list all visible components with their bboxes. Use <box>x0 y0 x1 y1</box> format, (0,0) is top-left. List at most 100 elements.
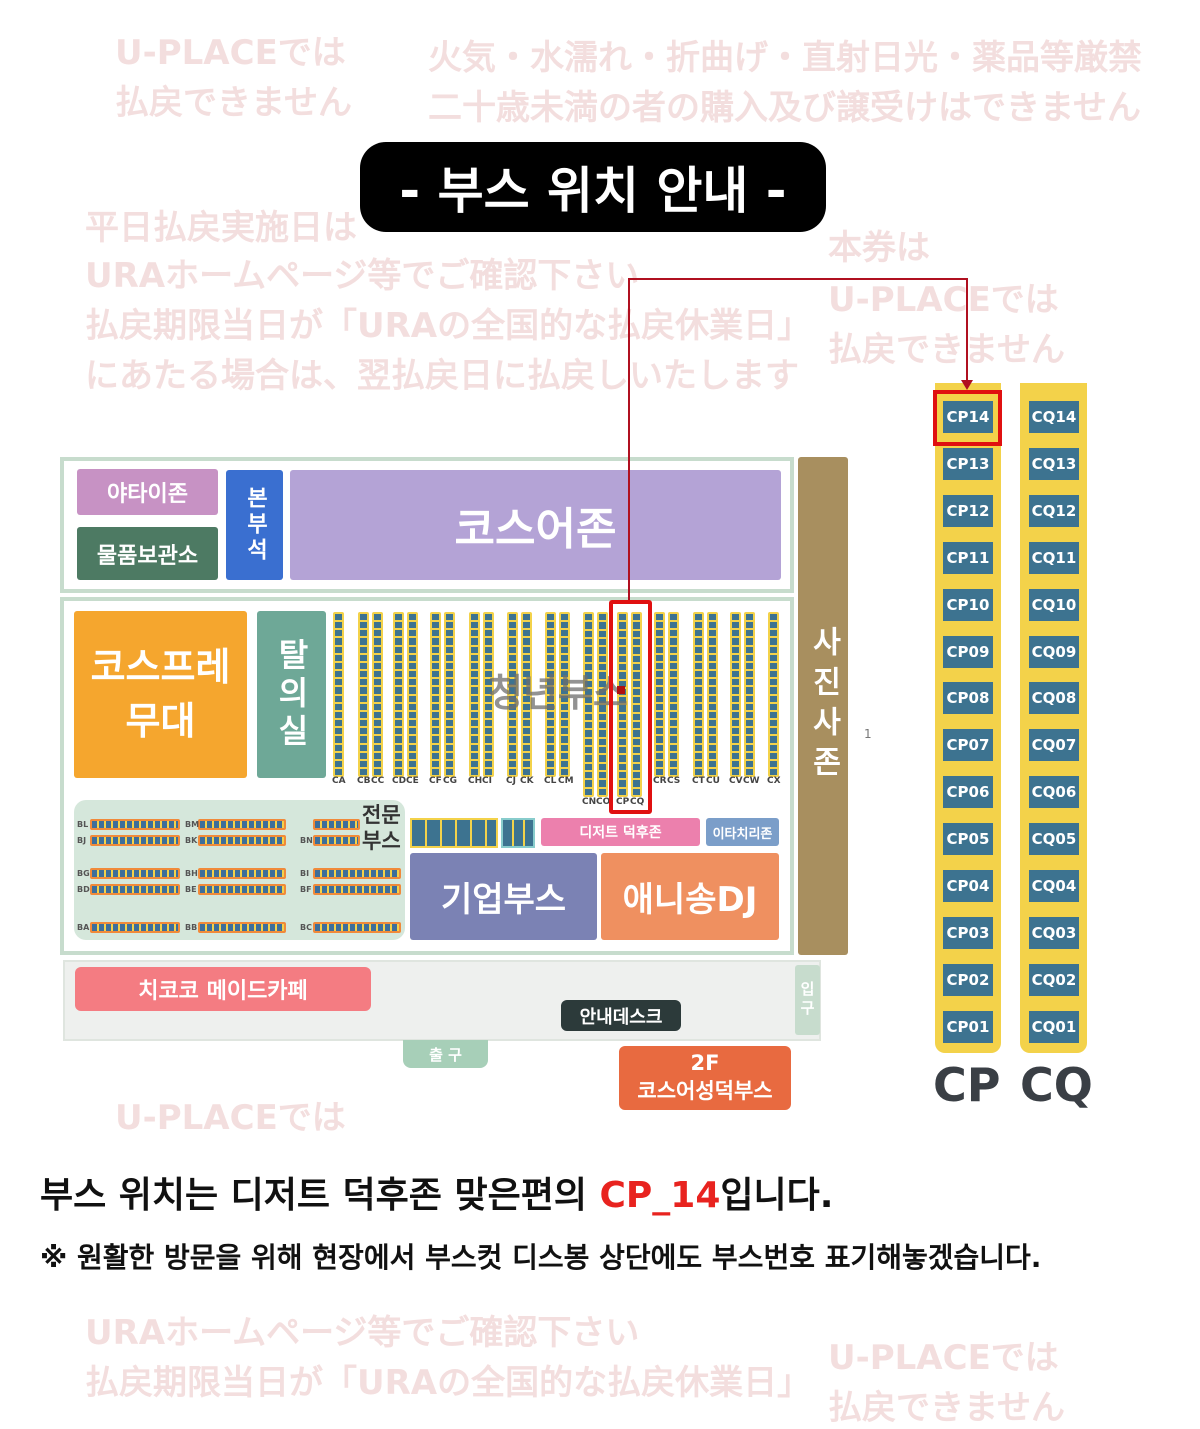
booth-column-cm[interactable] <box>559 612 570 777</box>
booth-row-bl[interactable] <box>90 819 180 830</box>
dressing-room: 탈의실 <box>257 611 326 778</box>
booth-cp02[interactable]: CP02 <box>940 960 996 999</box>
booth-column-ca[interactable] <box>333 612 344 777</box>
booth-row-label: BH <box>185 869 198 878</box>
booth-column-cd[interactable] <box>393 612 404 777</box>
booth-cq07[interactable]: CQ07 <box>1026 726 1082 765</box>
pro-booth-label: 전문 부스 <box>362 803 401 854</box>
booth-column-cu[interactable] <box>707 612 718 777</box>
booth-row-bj[interactable] <box>90 835 180 846</box>
booth-cp04[interactable]: CP04 <box>940 867 996 905</box>
booth-row-bd[interactable] <box>90 884 180 895</box>
booth-column-label: CW <box>743 776 760 786</box>
booth-column-cq[interactable] <box>631 612 642 797</box>
booth-cp09[interactable]: CP09 <box>940 632 996 671</box>
booth-row-bh[interactable] <box>198 868 286 879</box>
booth-column-label: CX <box>767 776 781 786</box>
booth-row-bf[interactable] <box>313 884 401 895</box>
booth-column-co[interactable] <box>597 612 608 797</box>
booth-row-bg[interactable] <box>90 868 180 879</box>
booth-column-cs[interactable] <box>668 612 679 777</box>
booth-cp03[interactable]: CP03 <box>940 913 996 952</box>
booth-cq01[interactable]: CQ01 <box>1026 1007 1082 1046</box>
booth-column-cx[interactable] <box>768 612 779 777</box>
booth-column-cr[interactable] <box>654 612 665 777</box>
second-floor-booth: 2F 코스어성덕부스 <box>619 1046 791 1110</box>
booth-column-ck[interactable] <box>521 612 532 777</box>
booth-column-cj[interactable] <box>507 612 518 777</box>
booth-cq05[interactable]: CQ05 <box>1026 820 1082 859</box>
booth-cq04[interactable]: CQ04 <box>1026 867 1082 905</box>
booth-cq06[interactable]: CQ06 <box>1026 773 1082 812</box>
booth-column-label: CM <box>558 776 574 786</box>
booth-cp12[interactable]: CP12 <box>940 491 996 530</box>
booth-column-label: CJ <box>506 776 516 786</box>
booth-column-label: CH <box>468 776 483 786</box>
booth-column-cv[interactable] <box>730 612 741 777</box>
booth-cq03[interactable]: CQ03 <box>1026 913 1082 952</box>
itachiri-zone: 이타치리존 <box>706 818 779 846</box>
booth-column-cf[interactable] <box>430 612 441 777</box>
booth-cp06[interactable]: CP06 <box>940 773 996 812</box>
booth-row-bi[interactable] <box>313 868 401 879</box>
booth-cp07[interactable]: CP07 <box>940 726 996 765</box>
booth-cp14[interactable]: CP14 <box>940 398 996 436</box>
booth-column-ce[interactable] <box>407 612 418 777</box>
watermark-text: 本券は <box>828 228 930 268</box>
booth-column-ci[interactable] <box>483 612 494 777</box>
booth-cp08[interactable]: CP08 <box>940 679 996 718</box>
watermark-text: 二十歳未満の者の購入及び譲受けはできません <box>428 88 1141 128</box>
booth-column-label: CL <box>544 776 557 786</box>
booth-cp13[interactable]: CP13 <box>940 444 996 483</box>
maid-cafe: 치코코 메이드카페 <box>75 967 371 1011</box>
booth-column-cc[interactable] <box>372 612 383 777</box>
booth-column-label: CC <box>371 776 385 786</box>
booth-cp01[interactable]: CP01 <box>940 1007 996 1046</box>
booth-cp05[interactable]: CP05 <box>940 820 996 859</box>
watermark-text: にあたる場合は、翌払戻日に払戻しいたします <box>85 356 799 396</box>
booth-cq13[interactable]: CQ13 <box>1026 444 1082 483</box>
marker-number: 1 <box>864 727 872 741</box>
booth-cq12[interactable]: CQ12 <box>1026 491 1082 530</box>
booth-row-label: BK <box>185 836 198 845</box>
company-booth: 기업부스 <box>410 853 597 940</box>
booth-column-label: CS <box>667 776 681 786</box>
booth-row-ba[interactable] <box>90 922 180 933</box>
booth-column-cb[interactable] <box>358 612 369 777</box>
anisong-dj: 애니송DJ <box>601 853 779 940</box>
small-booth-block <box>410 818 498 848</box>
booth-row-be[interactable] <box>198 884 286 895</box>
booth-row-bn[interactable] <box>313 835 360 846</box>
booth-row-label: BN <box>300 836 313 845</box>
booth-column-cw[interactable] <box>744 612 755 777</box>
booth-column-label: CD <box>392 776 407 786</box>
booth-row[interactable] <box>313 819 360 830</box>
booth-cq09[interactable]: CQ09 <box>1026 632 1082 671</box>
booth-column-label: CK <box>520 776 534 786</box>
booth-cq14[interactable]: CQ14 <box>1026 398 1082 436</box>
booth-cp11[interactable]: CP11 <box>940 538 996 577</box>
booth-row-bm[interactable] <box>198 819 286 830</box>
booth-column-cl[interactable] <box>545 612 556 777</box>
booth-column-ch[interactable] <box>469 612 480 777</box>
booth-row-bb[interactable] <box>198 922 286 933</box>
booth-row-label: BI <box>300 869 310 878</box>
watermark-text: URAホームページ等でご確認下さい <box>85 1313 640 1353</box>
booth-cq02[interactable]: CQ02 <box>1026 960 1082 999</box>
booth-row-bc[interactable] <box>313 922 401 933</box>
watermark-text: 払戻できません <box>115 83 352 123</box>
booth-column-cg[interactable] <box>444 612 455 777</box>
booth-column-ct[interactable] <box>693 612 704 777</box>
booth-column-label: CQ <box>630 797 645 807</box>
booth-column-cp[interactable] <box>617 612 628 797</box>
booth-cq08[interactable]: CQ08 <box>1026 679 1082 718</box>
booth-row-bk[interactable] <box>198 835 286 846</box>
booth-row-label: BA <box>77 923 90 932</box>
booth-cq10[interactable]: CQ10 <box>1026 585 1082 624</box>
booth-row-label: BG <box>77 869 90 878</box>
booth-cp10[interactable]: CP10 <box>940 585 996 624</box>
booth-cq11[interactable]: CQ11 <box>1026 538 1082 577</box>
entrance: 입구 <box>795 965 820 1035</box>
cp-big-label: CP <box>933 1058 1001 1112</box>
booth-column-cn[interactable] <box>583 612 594 797</box>
